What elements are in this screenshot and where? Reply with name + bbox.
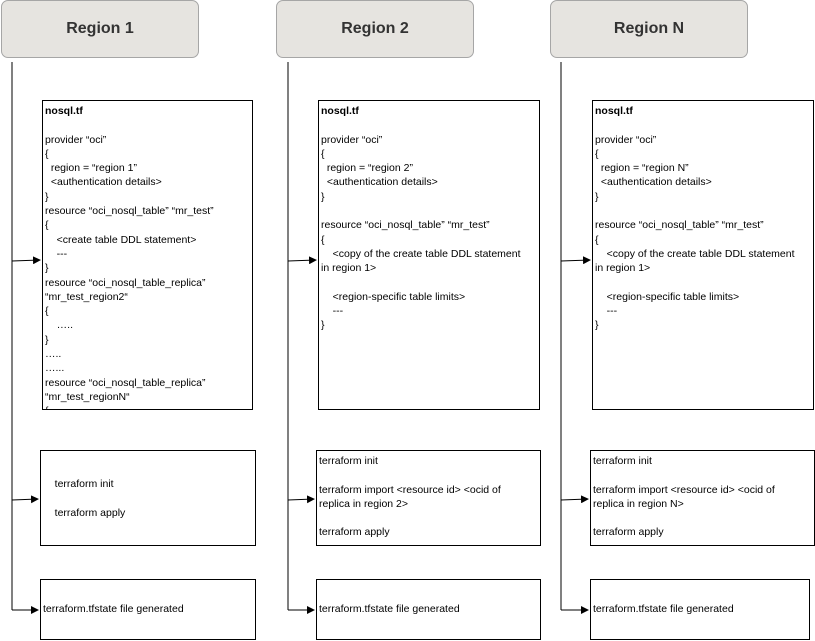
- region1-config-title: nosql.tf: [45, 105, 83, 117]
- regionN-arrow-config: [560, 256, 591, 265]
- regionN-state-text: terraform.tfstate file generated: [593, 603, 734, 615]
- regionN-config-title: nosql.tf: [595, 105, 633, 117]
- region2-config-box: nosql.tf provider “oci” { region = “regi…: [318, 100, 540, 410]
- regionN-commands-text: terraform init terraform import <resourc…: [593, 455, 775, 539]
- region1-config-body: provider “oci” { region = “region 1” <au…: [45, 133, 214, 409]
- region1-commands-box: terraform init terraform apply: [40, 450, 256, 546]
- region2-config-body: provider “oci” { region = “region 2” <au…: [321, 133, 521, 332]
- region2-header: Region 2: [276, 0, 474, 58]
- region2-state-box: terraform.tfstate file generated: [316, 579, 541, 640]
- region2-config-title: nosql.tf: [321, 105, 359, 117]
- region1-header: Region 1: [1, 0, 199, 58]
- regionN-arrow-commands: [560, 495, 589, 504]
- region2-arrow-commands: [287, 495, 315, 504]
- regionN-config-box: nosql.tf provider “oci” { region = “regi…: [592, 100, 814, 410]
- region2-commands-box: terraform init terraform import <resourc…: [316, 450, 541, 546]
- regionN-commands-box: terraform init terraform import <resourc…: [590, 450, 815, 546]
- region1-arrow-config: [11, 256, 41, 265]
- region1-commands-text: terraform init terraform apply: [54, 478, 126, 519]
- regionN-state-box: terraform.tfstate file generated: [590, 579, 810, 640]
- regionN-config-body: provider “oci” { region = “region N” <au…: [595, 133, 795, 332]
- regionN-header: Region N: [550, 0, 748, 58]
- region1-state-box: terraform.tfstate file generated: [40, 579, 256, 640]
- region2-state-text: terraform.tfstate file generated: [319, 603, 460, 615]
- region1-arrow-commands: [11, 495, 39, 504]
- region1-state-text: terraform.tfstate file generated: [43, 603, 184, 615]
- region2-arrow-config: [287, 256, 317, 265]
- region2-commands-text: terraform init terraform import <resourc…: [319, 455, 501, 539]
- region1-config-box: nosql.tf provider “oci” { region = “regi…: [42, 100, 253, 410]
